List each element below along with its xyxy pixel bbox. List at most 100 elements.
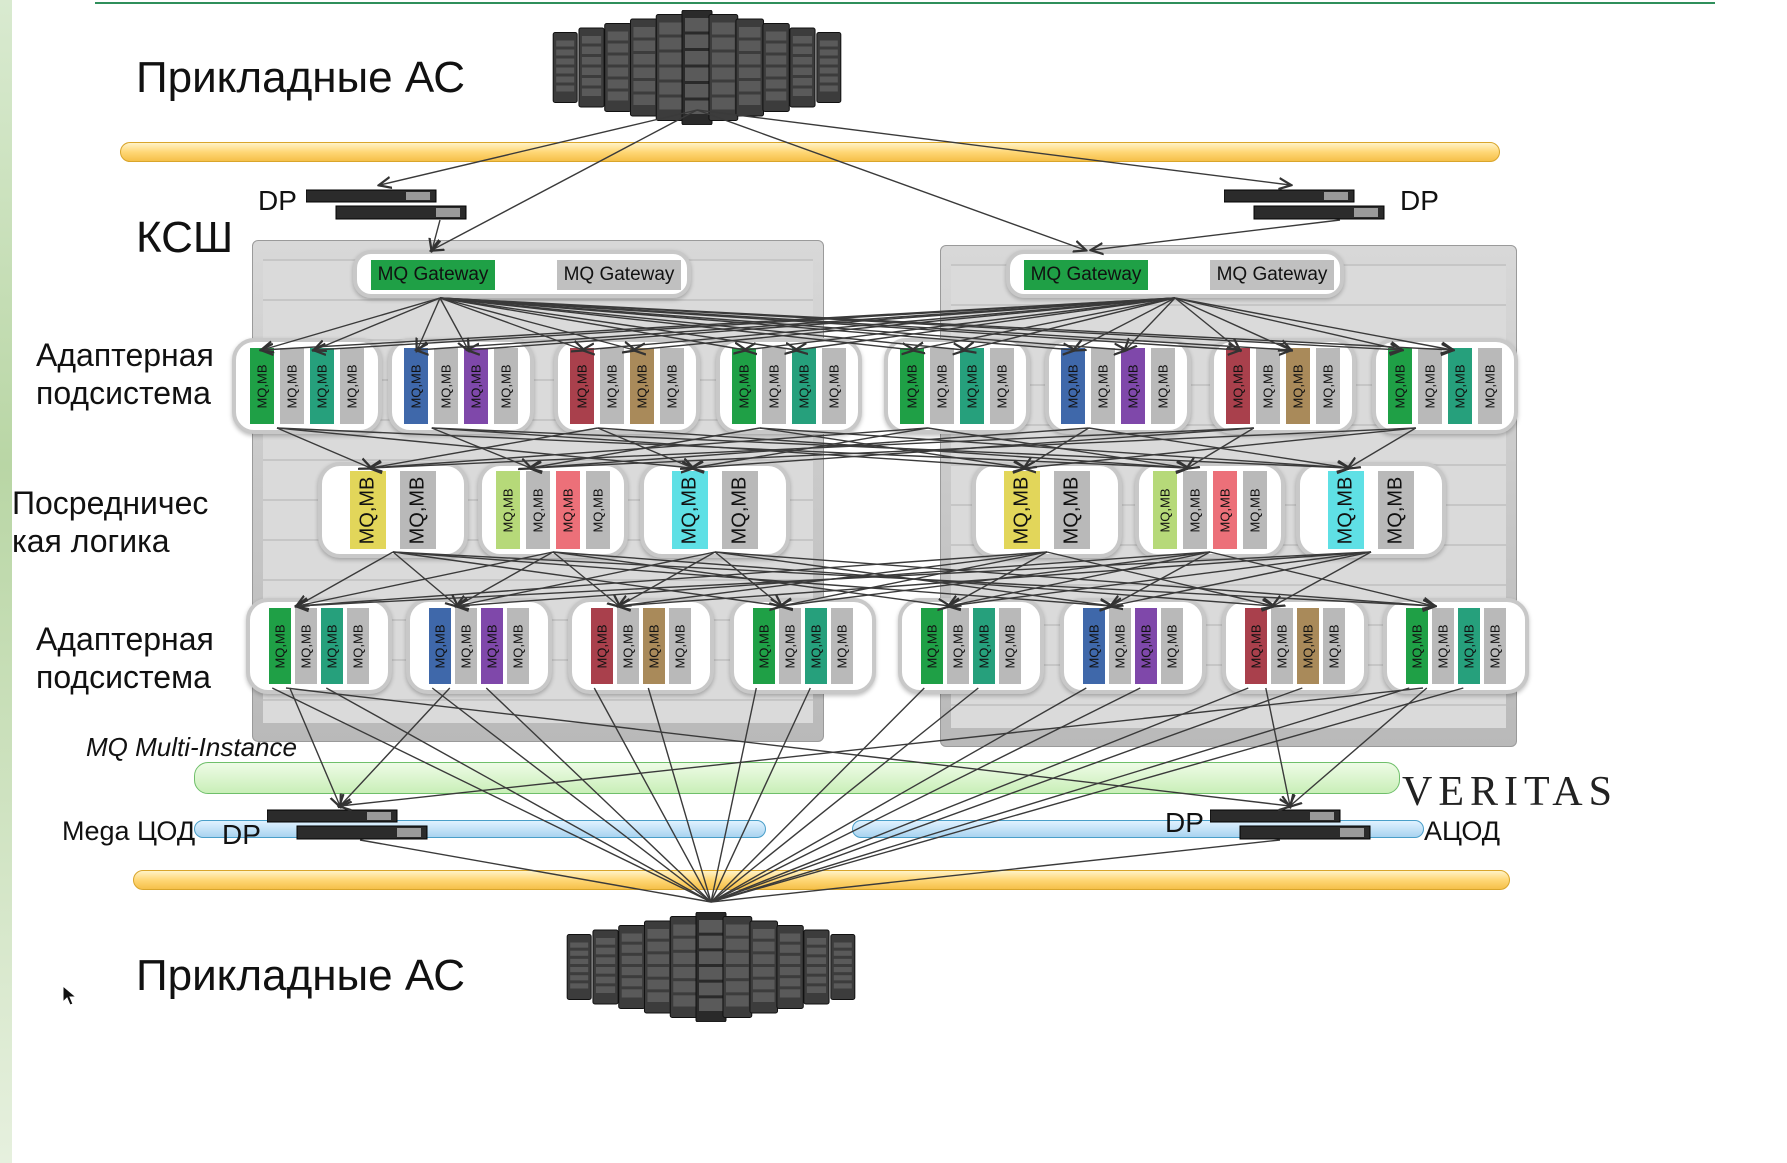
mq-mb-node: MQ,MB [1054,471,1090,549]
mq-mb-node: MQ,MB [1083,608,1105,684]
top-systems-label: Прикладные АС [136,53,466,102]
left-decor-strip [0,0,12,1163]
mq-mb-node: MQ,MB [1004,471,1040,549]
mq-mb-node: MQ,MB [822,348,846,424]
server-group-box: MQ,MB MQ,MB [1296,462,1446,558]
mq-mb-node: MQ,MB [1109,608,1131,684]
mq-mb-node: MQ,MB [669,608,691,684]
mq-mb-node: MQ,MB [762,348,786,424]
mq-mb-node: MQ,MB [1478,348,1502,424]
mq-mb-node: MQ,MB [1458,608,1480,684]
mq-mb-node: MQ,MB [1245,608,1267,684]
mq-mb-node: MQ,MB [792,348,816,424]
bottom-systems-label: Прикладные АС [136,951,466,1000]
mq-mb-node: MQ,MB [404,348,428,424]
dp-label-bottom-left: DP [222,819,261,850]
mq-mb-node: MQ,MB [586,471,610,549]
mq-mb-node: MQ,MB [556,471,580,549]
mq-mb-node: MQ,MB [481,608,503,684]
mq-mb-node: MQ,MB [1484,608,1506,684]
mq-mb-node: MQ,MB [921,608,943,684]
mq-gateway-active: MQ Gateway [1024,260,1148,290]
mq-mb-node: MQ,MB [660,348,684,424]
top-bus-band [120,142,1500,162]
mq-multi-instance-label: MQ Multi-Instance [86,732,297,762]
dp-label-top-left: DP [258,185,297,216]
mq-mb-node: MQ,MB [295,608,317,684]
mq-mb-node: MQ,MB [1135,608,1157,684]
mq-mb-node: MQ,MB [1448,348,1472,424]
mq-mb-node: MQ,MB [350,471,386,549]
mq-mb-node: MQ,MB [1121,348,1145,424]
dp-label-bottom-right: DP [1165,807,1204,838]
server-group-box: MQ,MB MQ,MB [318,462,468,558]
mq-mb-node: MQ,MB [630,348,654,424]
mq-mb-node: MQ,MB [779,608,801,684]
acod-label: АЦОД [1424,816,1501,846]
mq-mb-node: MQ,MB [526,471,550,549]
mq-mb-node: MQ,MB [1316,348,1340,424]
ksh-label: КСШ [136,213,234,262]
mq-mb-node: MQ,MB [1286,348,1310,424]
mq-mb-node: MQ,MB [1151,348,1175,424]
mq-mb-node: MQ,MB [1226,348,1250,424]
mq-mb-node: MQ,MB [494,348,518,424]
mq-mb-node: MQ,MB [1161,608,1183,684]
mq-multi-instance-band [194,762,1400,794]
mq-mb-node: MQ,MB [1432,608,1454,684]
mq-mb-node: MQ,MB [400,471,436,549]
mq-mb-node: MQ,MB [960,348,984,424]
mq-mb-node: MQ,MB [1323,608,1345,684]
mq-mb-node: MQ,MB [831,608,853,684]
top-server-cluster-icon [552,10,842,125]
mq-mb-node: MQ,MB [1418,348,1442,424]
mq-mb-node: MQ,MB [600,348,624,424]
mq-mb-node: MQ,MB [732,348,756,424]
mq-mb-node: MQ,MB [1297,608,1319,684]
mq-mb-node: MQ,MB [1183,471,1207,549]
mq-mb-node: MQ,MB [1406,608,1428,684]
mq-gateway-standby: MQ Gateway [557,260,681,290]
mq-mb-node: MQ,MB [947,608,969,684]
mq-mb-node: MQ,MB [1243,471,1267,549]
veritas-logo: VERITAS [1402,769,1618,815]
top-divider-line [95,2,1715,4]
mq-mb-node: MQ,MB [900,348,924,424]
dp-device-bottom-left-icon [267,809,428,840]
mq-mb-node: MQ,MB [1328,471,1364,549]
mq-mb-node: MQ,MB [496,471,520,549]
mq-mb-node: MQ,MB [753,608,775,684]
adapter-top-label: Адаптерная подсистема [36,337,214,412]
mq-mb-node: MQ,MB [930,348,954,424]
mq-mb-node: MQ,MB [722,471,758,549]
server-group-box: MQ,MB MQ,MB [972,462,1122,558]
mouse-cursor-icon [62,985,78,1006]
mq-mb-node: MQ,MB [434,348,458,424]
mq-mb-node: MQ,MB [973,608,995,684]
broker-label: Посредничес кая логика [12,485,209,560]
gateway-box-right: MQ Gateway MQ Gateway [1006,250,1344,298]
mq-mb-node: MQ,MB [1378,471,1414,549]
mq-mb-node: MQ,MB [250,348,274,424]
dp-device-bottom-right-icon [1210,809,1371,840]
mq-mb-node: MQ,MB [672,471,708,549]
dp-device-top-left-icon [306,189,467,220]
mq-mb-node: MQ,MB [643,608,665,684]
mq-mb-node: MQ,MB [455,608,477,684]
mq-mb-node: MQ,MB [1271,608,1293,684]
mq-mb-node: MQ,MB [269,608,291,684]
bottom-server-cluster-icon [566,912,856,1022]
mq-mb-node: MQ,MB [1061,348,1085,424]
mega-cod-label: Mega ЦОД [62,816,196,846]
